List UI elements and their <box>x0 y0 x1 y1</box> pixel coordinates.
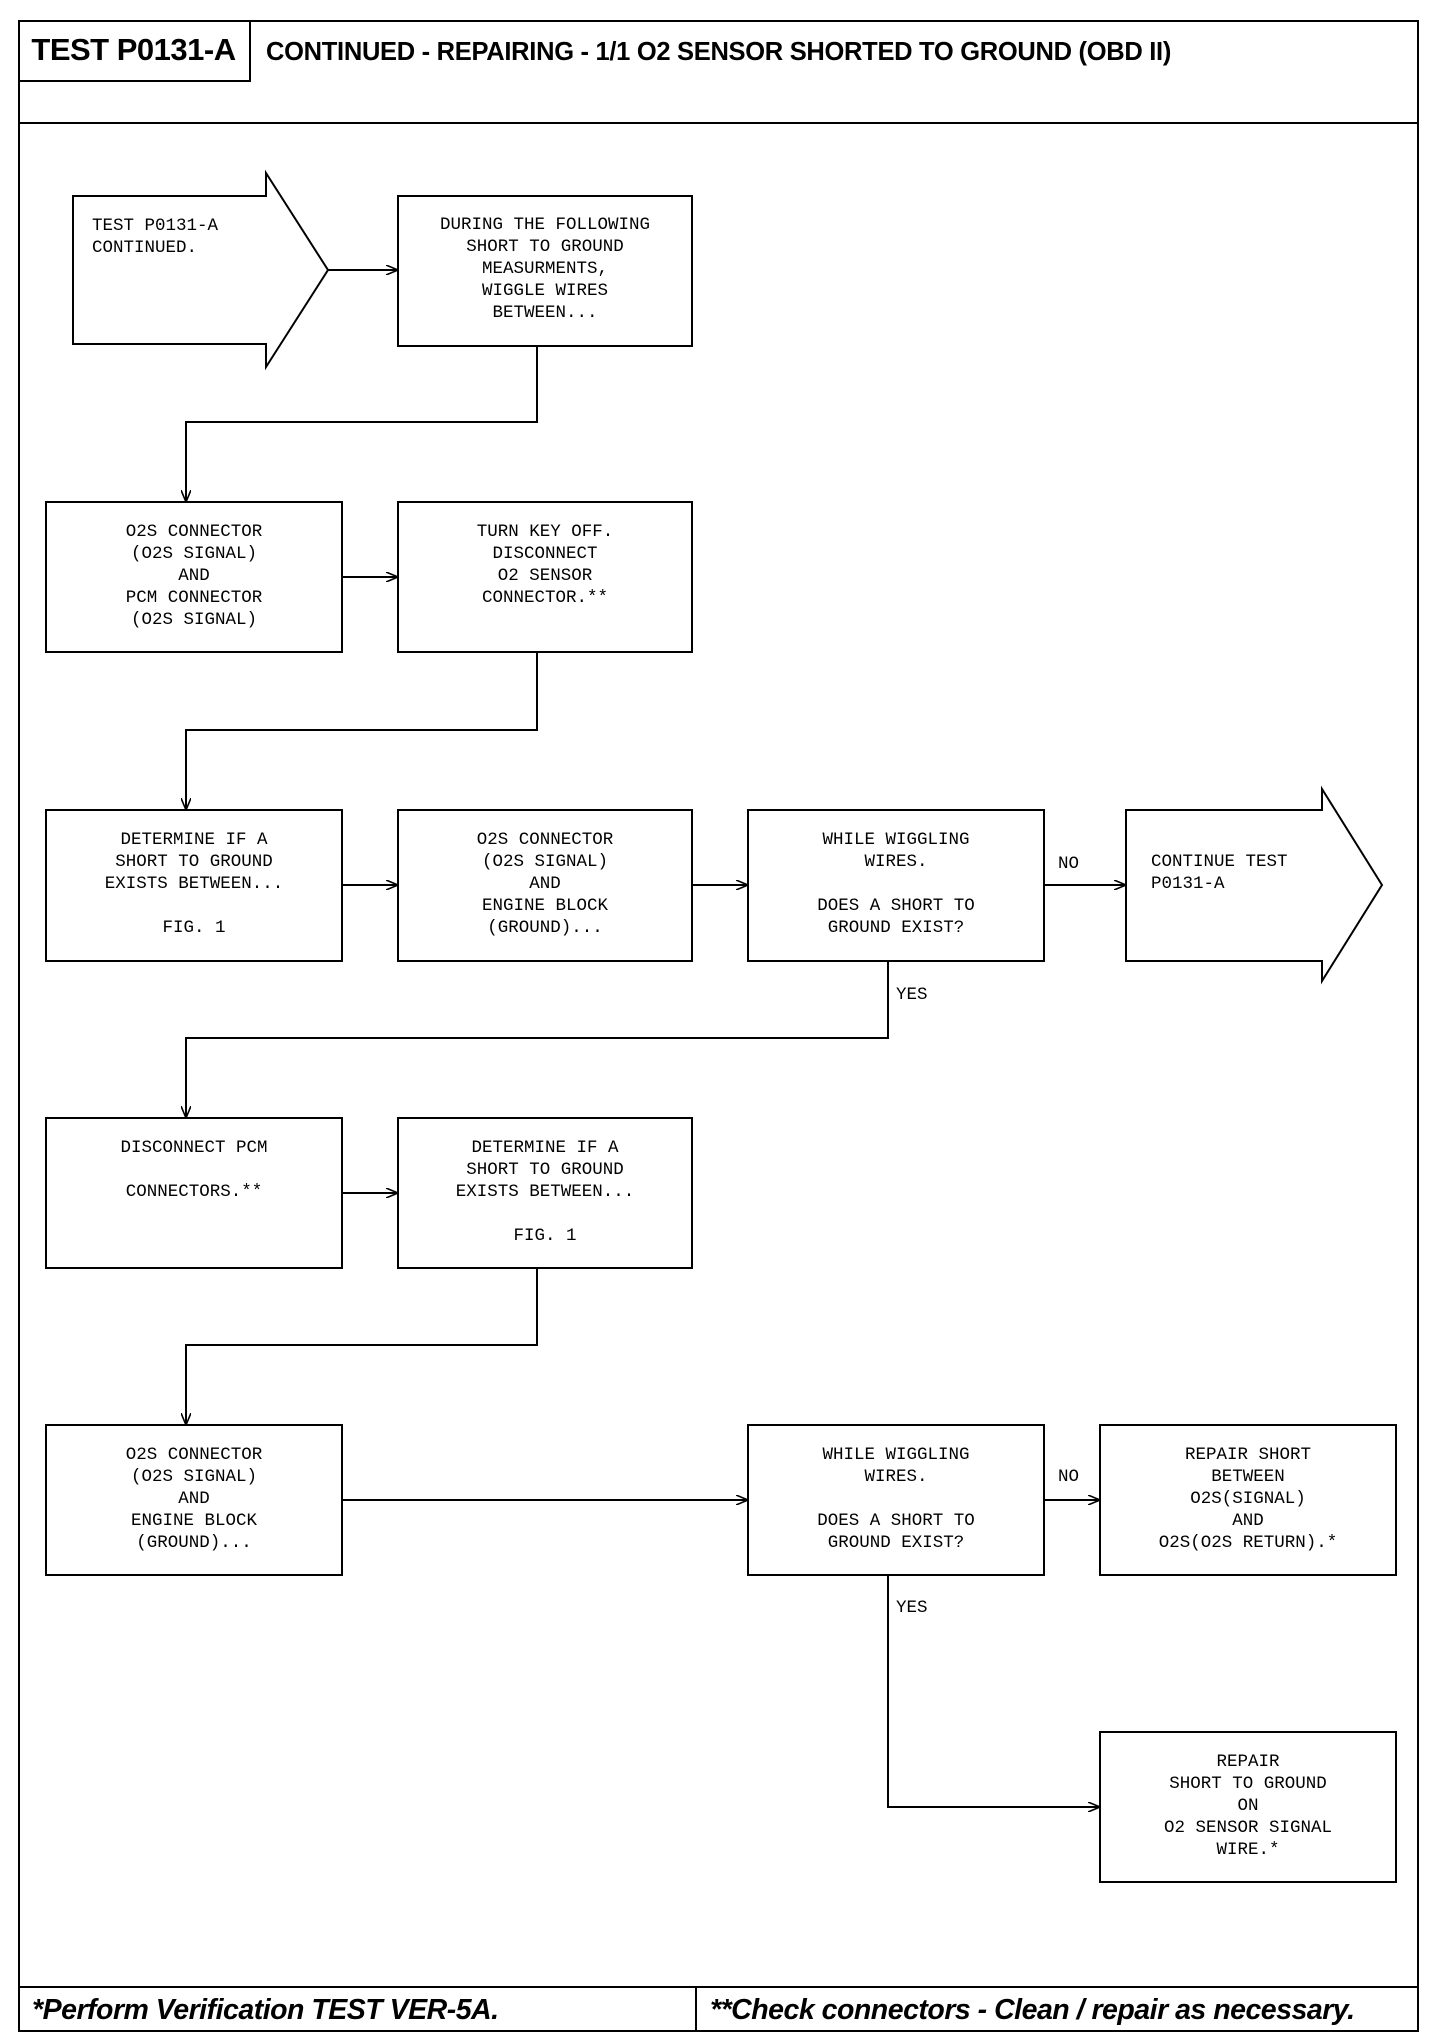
repair-ground-text: REPAIR SHORT TO GROUND ON O2 SENSOR SIGN… <box>1163 1752 1333 1860</box>
decision-1-yes-label: YES <box>896 985 928 1005</box>
connector-wiggle-to-o2s-pcm <box>186 346 538 502</box>
connector-decision-2-yes <box>887 1575 1100 1807</box>
determine-short-2-box <box>397 1117 693 1269</box>
page-frame <box>18 20 1419 2032</box>
header-divider <box>18 122 1419 124</box>
footer-column-divider <box>695 1987 697 2032</box>
start-arrow-shape <box>72 169 330 371</box>
start-node-text: TEST P0131-A CONTINUED. <box>92 216 219 258</box>
continue-test-arrow-shape <box>1125 785 1384 985</box>
decision-2-yes-label: YES <box>896 1598 928 1618</box>
connector-check-footnote: **Check connectors - Clean / repair as n… <box>710 1994 1355 2026</box>
continue-test-text: CONTINUE TEST P0131-A <box>1151 852 1288 894</box>
o2s-engine-block-1-box <box>397 809 693 962</box>
test-id-label: TEST P0131-A <box>18 20 251 82</box>
o2s-engine-block-1-text: O2S CONNECTOR (O2S SIGNAL) AND ENGINE BL… <box>476 830 614 938</box>
o2s-engine-block-2-text: O2S CONNECTOR (O2S SIGNAL) AND ENGINE BL… <box>125 1445 263 1553</box>
decision-2-text: WHILE WIGGLING WIRES. DOES A SHORT TO GR… <box>817 1445 975 1553</box>
decision-1-no-label: NO <box>1058 854 1080 874</box>
page-title: CONTINUED - REPAIRING - 1/1 O2 SENSOR SH… <box>266 38 1172 66</box>
footer-divider <box>18 1986 1419 1988</box>
wiggle-intro-text: DURING THE FOLLOWING SHORT TO GROUND MEA… <box>439 215 651 323</box>
decision-2-box <box>747 1424 1045 1576</box>
o2s-engine-block-2-box <box>45 1424 343 1576</box>
decision-1-text: WHILE WIGGLING WIRES. DOES A SHORT TO GR… <box>817 830 975 938</box>
repair-between-text: REPAIR SHORT BETWEEN O2S(SIGNAL) AND O2S… <box>1158 1445 1338 1553</box>
wiggle-intro-box <box>397 195 693 347</box>
determine-short-2-text: DETERMINE IF A SHORT TO GROUND EXISTS BE… <box>455 1138 635 1246</box>
determine-short-1-text: DETERMINE IF A SHORT TO GROUND EXISTS BE… <box>104 830 284 938</box>
connector-determine-2-to-engine-block-2 <box>186 1268 538 1425</box>
o2s-pcm-connectors-box <box>45 501 343 653</box>
decision-2-no-label: NO <box>1058 1467 1080 1487</box>
repair-ground-box <box>1099 1731 1397 1883</box>
decision-1-box <box>747 809 1045 962</box>
determine-short-1-box <box>45 809 343 962</box>
repair-between-box <box>1099 1424 1397 1576</box>
key-off-disconnect-box <box>397 501 693 653</box>
disconnect-pcm-text: DISCONNECT PCM CONNECTORS.** <box>120 1138 268 1202</box>
disconnect-pcm-box <box>45 1117 343 1269</box>
o2s-pcm-connectors-text: O2S CONNECTOR (O2S SIGNAL) AND PCM CONNE… <box>125 522 263 630</box>
connector-key-off-to-determine-1 <box>186 652 538 810</box>
key-off-disconnect-text: TURN KEY OFF. DISCONNECT O2 SENSOR CONNE… <box>476 522 614 608</box>
connector-decision-1-yes <box>186 961 889 1118</box>
verification-footnote: *Perform Verification TEST VER-5A. <box>32 1994 499 2026</box>
